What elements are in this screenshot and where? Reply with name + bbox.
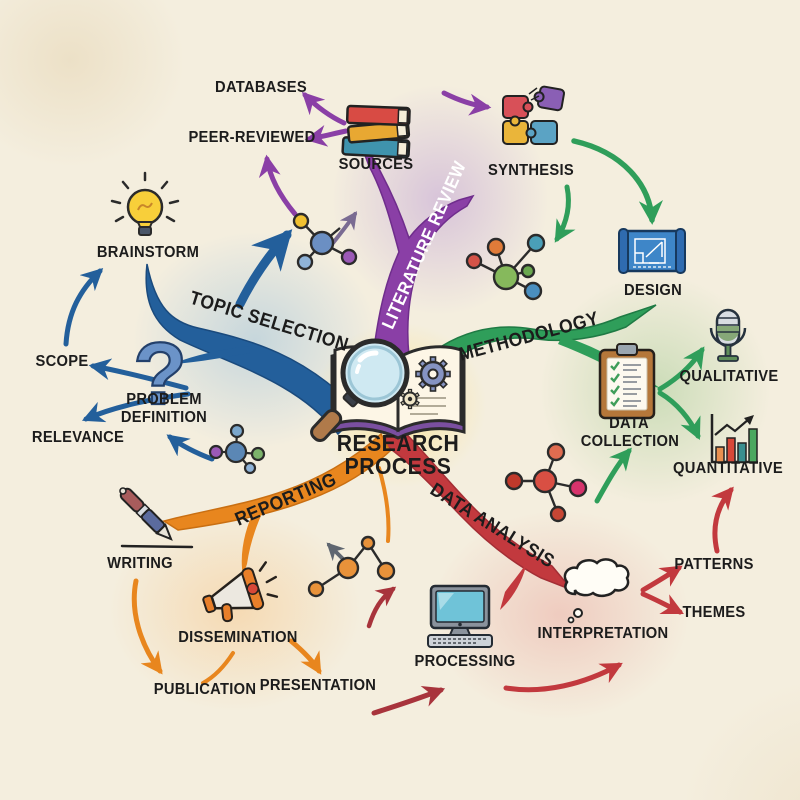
node-label-interpretation: INTERPRETATION [537, 625, 669, 643]
node-label-brainstorm: BRAINSTORM [96, 244, 200, 262]
arrow-to-data-collection [594, 447, 632, 504]
arrow-to-problem-definition [166, 434, 215, 462]
branch-data-analysis [379, 422, 575, 610]
arrow-to-peer-reviewed [304, 125, 349, 147]
center-title-line2: PROCESS [344, 453, 452, 480]
node-label-design: DESIGN [623, 282, 683, 300]
lightbulb-icon [110, 171, 180, 236]
arrow-to-presentation [288, 638, 322, 675]
arrow-patterns-to-quantitative [711, 486, 734, 554]
gear-icon [415, 356, 451, 392]
node-label-sources: SOURCES [338, 156, 414, 174]
arrow-to-quantitative [657, 390, 701, 440]
node-label-quantitative: QUANTITATIVE [673, 460, 783, 478]
node-label-writing: WRITING [107, 555, 173, 573]
arrow-to-idea-network [235, 229, 293, 309]
node-label-peer-reviewed: PEER-REVIEWED [188, 129, 316, 147]
puzzle-icon [502, 85, 566, 145]
branch-topic-selection [145, 263, 362, 436]
question-mark-icon: ? [132, 323, 188, 424]
bar-chart-icon [710, 414, 758, 464]
center-title-line1: RESEARCH [336, 430, 460, 457]
gear-icon [400, 388, 420, 410]
branch-reporting [162, 432, 391, 576]
thought-cloud-icon [563, 558, 630, 624]
arrow-to-processing-lower [371, 685, 446, 716]
node-label-databases: DATABASES [215, 79, 307, 97]
computer-icon [427, 584, 493, 648]
node-label-qualitative: QUALITATIVE [679, 368, 779, 386]
node-label-dissemination: DISSEMINATION [178, 629, 298, 647]
node-label-problem-definition: PROBLEM DEFINITION [120, 391, 208, 426]
network-node-icon [465, 233, 546, 301]
arrow-to-relevance [81, 391, 191, 423]
node-label-presentation: PRESENTATION [259, 677, 377, 695]
clipboard-checklist-icon [598, 343, 656, 420]
node-label-patterns: PATTERNS [674, 556, 754, 574]
node-label-scope: SCOPE [35, 353, 89, 371]
arrow-to-qualitative [657, 346, 705, 392]
node-label-processing: PROCESSING [414, 653, 516, 671]
node-label-data-collection: DATA COLLECTION [580, 415, 680, 450]
branch-literature-review [361, 147, 475, 357]
node-label-relevance: RELEVANCE [31, 429, 125, 447]
blueprint-icon [618, 228, 686, 274]
arrow-to-design [571, 138, 663, 225]
arrow-to-processing-upper [366, 586, 397, 629]
microphone-icon [709, 308, 747, 362]
curl-dissemination [201, 651, 235, 685]
pen-icon [119, 487, 194, 549]
network-node-icon [307, 535, 396, 598]
arrow-to-scope [88, 358, 189, 391]
research-book-magnifier-icon [310, 338, 466, 443]
magnifier-icon [310, 338, 410, 443]
node-label-publication: PUBLICATION [153, 681, 257, 699]
arrow-processing-to-interpretation [503, 662, 623, 693]
arrow-to-themes [640, 591, 684, 615]
network-node-icon [292, 212, 358, 271]
megaphone-icon [202, 561, 279, 623]
arrow-up-to-peer-reviewed [258, 154, 298, 217]
node-label-synthesis: SYNTHESIS [488, 162, 574, 180]
books-stack-icon [341, 104, 411, 159]
arrow-to-synthesis [441, 90, 492, 116]
arrow-to-patterns [640, 565, 683, 593]
network-node-icon [208, 423, 266, 475]
question-mark-glyph: ? [133, 324, 187, 423]
network-node-icon [504, 442, 588, 523]
arrow-from-network-purple [331, 211, 358, 245]
arrow-to-brainstorm [63, 267, 104, 347]
arrow-to-publication [131, 578, 163, 675]
arrow-to-databases [301, 91, 347, 126]
node-label-themes: THEMES [682, 604, 746, 622]
arrow-to-green-network [554, 184, 576, 243]
connector-arrows [63, 90, 734, 716]
